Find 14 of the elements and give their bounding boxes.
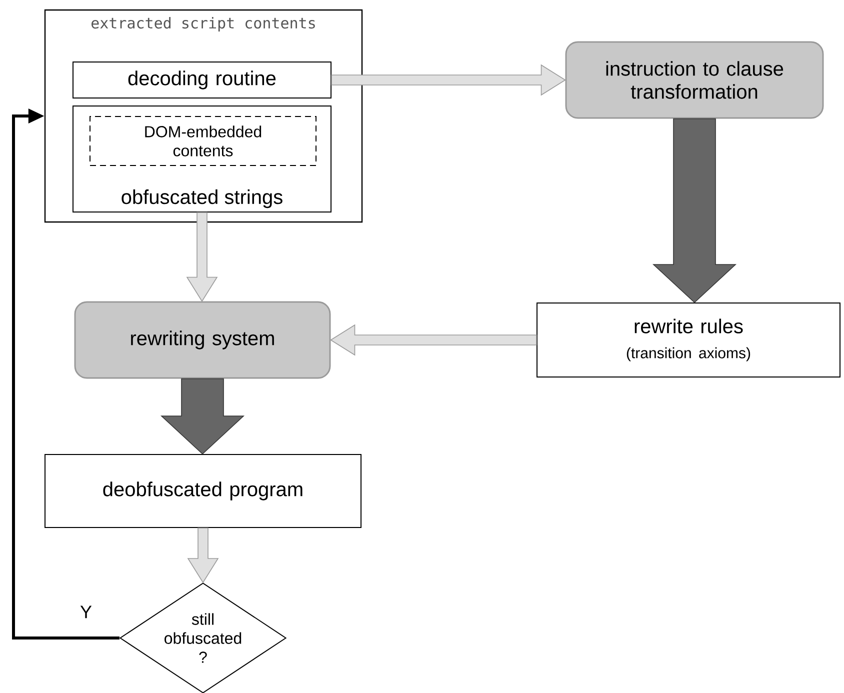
process-box: decoding routine: [72, 62, 332, 98]
block-arrow: [186, 212, 218, 302]
edge-label: Y: [79, 604, 93, 620]
dashed-box: DOM-embedded contents: [90, 116, 316, 166]
block-arrow: [187, 528, 219, 584]
process-box: rewrite rules (transition axioms): [536, 302, 840, 378]
rounded-process-box: rewriting system: [74, 301, 331, 379]
block-arrow: [652, 118, 737, 304]
block-arrow: [160, 378, 245, 455]
rounded-process-box: instruction to clause transformation: [565, 41, 824, 119]
process-box: deobfuscated program: [44, 454, 362, 528]
arrow: [12, 108, 120, 640]
block-arrow: [331, 64, 566, 96]
block-arrow: [330, 324, 537, 356]
